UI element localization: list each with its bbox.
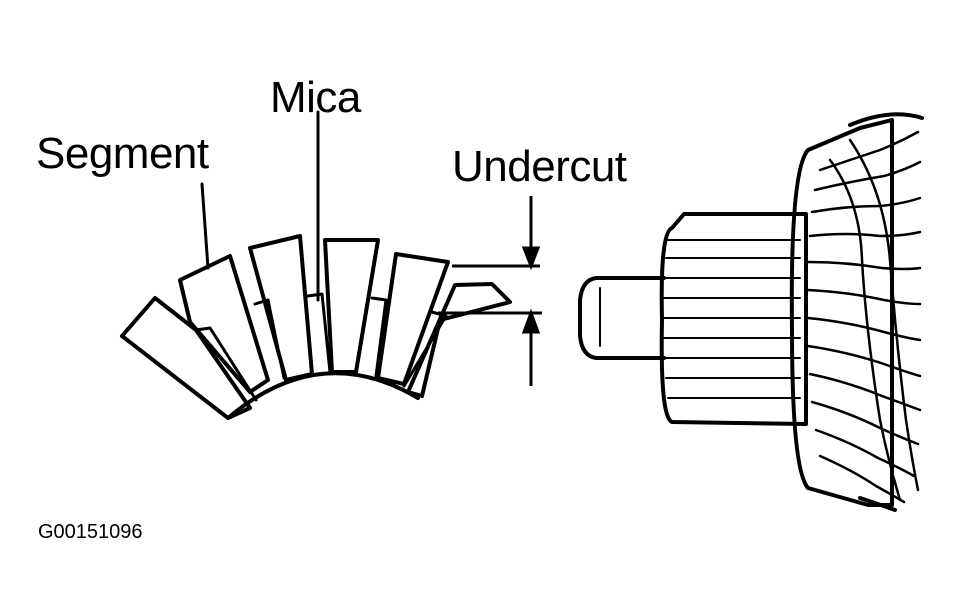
figure-id: G00151096 — [38, 521, 143, 543]
undercut-label: Undercut — [452, 142, 627, 191]
segment-1 — [120, 296, 252, 420]
mica-label: Mica — [270, 73, 361, 122]
segment-6 — [406, 282, 512, 398]
segment-4 — [323, 238, 380, 374]
commutator-segments-detail — [120, 110, 512, 420]
segment-5 — [376, 252, 450, 386]
armature-illustration — [578, 112, 924, 512]
mica-strips — [194, 292, 448, 402]
undercut-dimension — [438, 196, 542, 386]
commutator-bars — [663, 239, 801, 399]
armature-windings — [806, 130, 922, 504]
segment-2 — [178, 254, 270, 394]
armature-body-edge — [848, 112, 924, 512]
mica-strip-3 — [306, 292, 332, 374]
armature-shaft — [578, 276, 666, 360]
undercut-arrow-top-head — [521, 246, 541, 271]
mica-strip-4 — [370, 296, 388, 378]
commutator-drum — [659, 212, 808, 426]
mica-strip-5 — [402, 310, 448, 388]
segment-leader-line — [200, 182, 210, 270]
segment-label: Segment — [36, 129, 209, 178]
commutator-hub-arc — [226, 371, 420, 420]
undercut-arrow-bottom-head — [521, 308, 541, 334]
mica-strip-1 — [194, 326, 258, 402]
armature-winding-end — [789, 118, 894, 507]
mica-strip-2 — [253, 298, 286, 380]
